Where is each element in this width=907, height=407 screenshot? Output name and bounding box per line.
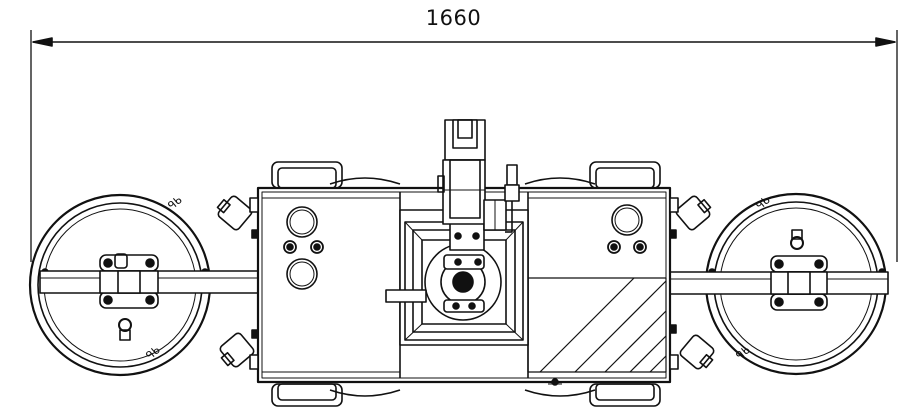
pad-fitting bbox=[114, 253, 128, 269]
arrowhead-left bbox=[32, 37, 53, 47]
pad-mark-right-top: ᑫᑲ bbox=[754, 193, 773, 212]
arrowhead-right bbox=[875, 37, 896, 47]
handles bbox=[271, 161, 661, 407]
pad-mark-right-bottom: ᑫᑲ bbox=[734, 343, 753, 362]
gauges-right bbox=[607, 204, 647, 254]
cross-beam-left bbox=[39, 270, 261, 294]
bottom-fittings bbox=[548, 378, 562, 386]
control-valve bbox=[506, 164, 518, 186]
lifting-lug bbox=[437, 119, 520, 233]
central-mount bbox=[385, 209, 529, 346]
pad-port-icon bbox=[118, 318, 132, 332]
pad-port-icon bbox=[790, 236, 804, 250]
overall-width-label: 1660 bbox=[425, 6, 482, 30]
pad-mark-left-bottom: ᑫᑲ bbox=[144, 343, 163, 362]
cross-beam-right bbox=[667, 271, 889, 295]
side-lever bbox=[385, 289, 427, 303]
gauges-left bbox=[283, 206, 324, 290]
angled-valves bbox=[216, 195, 715, 370]
dimension-line bbox=[30, 30, 898, 262]
